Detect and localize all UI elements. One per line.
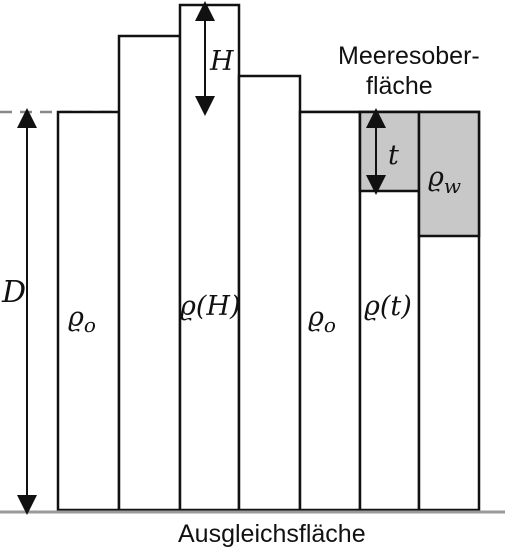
column-rho0-right: [298, 110, 362, 512]
column-left-elevated: [117, 34, 182, 512]
rho0-left-label: ϱo: [68, 302, 96, 337]
height-label: H: [209, 46, 234, 77]
water-fill-w: [417, 110, 481, 238]
rho0-right-label: ϱo: [308, 302, 336, 337]
rho-t-label: ϱ(t): [364, 291, 412, 322]
column-rho-H: [178, 3, 241, 512]
rho-H-label: ϱ(H): [180, 291, 241, 322]
thickness-label: t: [388, 140, 399, 171]
rho-w-label: ϱw: [428, 162, 461, 198]
depth-label: D: [1, 275, 26, 310]
sea-surface-label-line2: fläche: [366, 72, 433, 100]
column-right-elevated: [237, 74, 302, 512]
compensation-label: Ausgleichsfläche: [178, 520, 366, 548]
sea-surface-label-line1: Meeresober-: [338, 42, 480, 70]
